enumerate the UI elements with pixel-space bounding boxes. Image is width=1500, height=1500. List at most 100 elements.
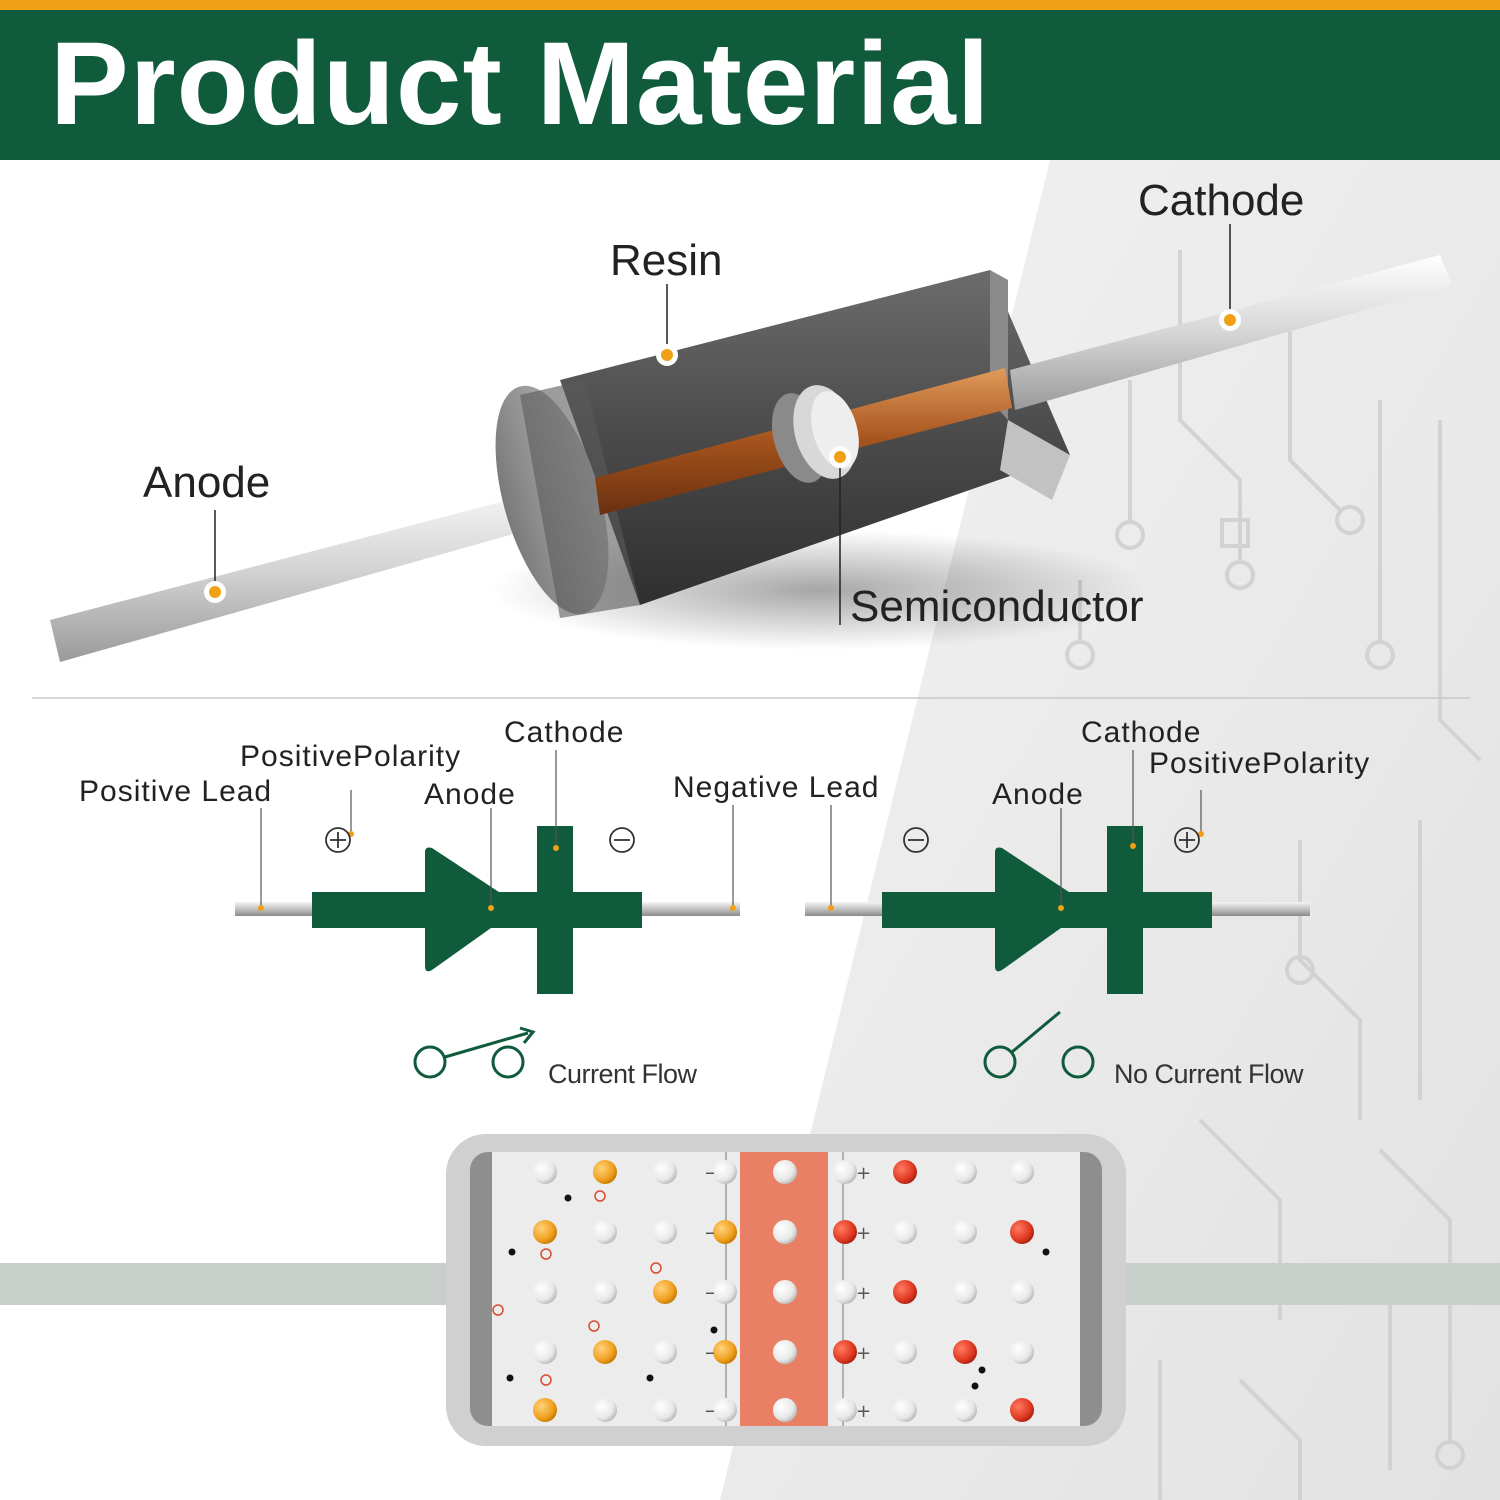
lattice-atoms: –+–+–+–+–+	[492, 1160, 1050, 1422]
lattice-atom	[953, 1280, 977, 1304]
lattice-atom	[893, 1340, 917, 1364]
semiconductor-label: Semiconductor	[850, 582, 1144, 631]
positive-lead-label: Positive Lead	[79, 775, 273, 808]
resin-label: Resin	[610, 236, 723, 285]
callout-markers	[204, 309, 1241, 603]
lattice-atom	[593, 1398, 617, 1422]
lattice-atom	[713, 1160, 737, 1184]
cathode-lead	[1010, 255, 1452, 410]
electron-atom	[653, 1280, 677, 1304]
electron-atom	[593, 1340, 617, 1364]
lattice-atom	[1010, 1160, 1034, 1184]
reverse-callout-dots	[828, 831, 1204, 911]
electron-atom	[533, 1220, 557, 1244]
lattice-atom	[533, 1280, 557, 1304]
lattice-atom	[713, 1398, 737, 1422]
no-current-flow-label: No Current Flow	[1114, 1059, 1304, 1089]
lattice-atom	[773, 1340, 797, 1364]
positive-polarity-label: PositivePolarity	[240, 740, 462, 773]
lattice-atom	[1010, 1340, 1034, 1364]
lattice-atom	[833, 1160, 857, 1184]
closed-switch-icon	[413, 1026, 536, 1079]
callout-lines	[214, 224, 1231, 625]
lattice-atom	[593, 1220, 617, 1244]
forward-callouts	[260, 750, 734, 908]
hole-ring	[588, 1320, 600, 1332]
lattice-atom	[653, 1220, 677, 1244]
negative-charge-mark: –	[705, 1220, 715, 1244]
lattice-atom	[713, 1280, 737, 1304]
free-electron-dot	[564, 1194, 572, 1202]
lattice-atom	[773, 1280, 797, 1304]
positive-charge-mark: +	[856, 1163, 871, 1184]
forward-bias-diagram	[235, 750, 740, 1079]
hole-ring	[650, 1262, 662, 1274]
lattice-atom	[533, 1160, 557, 1184]
positive-charge-mark: +	[856, 1343, 871, 1364]
negative-charge-mark: –	[705, 1160, 715, 1184]
lattice-atom	[953, 1220, 977, 1244]
hole-atom	[1010, 1398, 1034, 1422]
reverse-left-lead-wire	[805, 902, 885, 916]
forward-cathode-label: Cathode	[504, 716, 625, 749]
lattice-atom	[953, 1160, 977, 1184]
lattice-atom	[653, 1398, 677, 1422]
bias-schematics	[235, 750, 1310, 1079]
positive-charge-mark: +	[856, 1283, 871, 1304]
hole-atom	[893, 1160, 917, 1184]
anode-label: Anode	[143, 458, 271, 507]
hole-atom	[953, 1340, 977, 1364]
free-electron-dot	[710, 1326, 718, 1334]
lattice-atom	[893, 1398, 917, 1422]
lattice-atom	[833, 1398, 857, 1422]
lattice-atom	[773, 1398, 797, 1422]
reverse-right-lead-wire	[1210, 902, 1310, 916]
free-electron-dot	[1042, 1248, 1050, 1256]
electron-atom	[593, 1160, 617, 1184]
hole-atom	[1010, 1220, 1034, 1244]
electron-atom	[713, 1220, 737, 1244]
page-title: Product Material	[50, 18, 991, 150]
hole-ring	[540, 1374, 552, 1386]
positive-charge-mark: +	[856, 1223, 871, 1244]
hole-ring	[594, 1190, 606, 1202]
reverse-anode-label: Anode	[992, 778, 1084, 811]
reverse-cathode-label: Cathode	[1081, 716, 1202, 749]
open-switch-icon	[983, 1010, 1095, 1079]
lattice-atom	[833, 1280, 857, 1304]
diode-cutaway-illustration	[50, 224, 1452, 662]
lattice-atom	[653, 1340, 677, 1364]
lattice-atom	[653, 1160, 677, 1184]
lattice-atom	[533, 1340, 557, 1364]
reverse-anode-triangle	[995, 847, 1079, 972]
hole-ring	[540, 1248, 552, 1260]
hole-atom	[833, 1220, 857, 1244]
hole-atom	[893, 1280, 917, 1304]
minus-icon	[609, 827, 635, 853]
hole-ring	[492, 1304, 504, 1316]
lattice-atom	[893, 1220, 917, 1244]
lattice-atom	[953, 1398, 977, 1422]
reverse-minus-icon	[903, 827, 929, 853]
reverse-bias-diagram	[805, 750, 1310, 1079]
cathode-label: Cathode	[1138, 176, 1305, 225]
free-electron-dot	[508, 1248, 516, 1256]
lattice-atom	[1010, 1280, 1034, 1304]
reverse-plus-icon	[1174, 827, 1200, 853]
forward-anode-label: Anode	[424, 778, 516, 811]
free-electron-dot	[506, 1374, 514, 1382]
negative-charge-mark: –	[705, 1340, 715, 1364]
hole-atom	[833, 1340, 857, 1364]
cathode-bar	[537, 826, 573, 994]
electron-atom	[713, 1340, 737, 1364]
positive-lead-wire	[235, 902, 315, 916]
negative-charge-mark: –	[705, 1280, 715, 1304]
positive-charge-mark: +	[856, 1401, 871, 1422]
negative-lead-label: Negative Lead	[673, 771, 880, 804]
reverse-callouts	[830, 750, 1202, 908]
plus-icon	[325, 827, 351, 853]
free-electron-dot	[978, 1366, 986, 1374]
anode-lead	[50, 468, 634, 662]
free-electron-dot	[971, 1382, 979, 1390]
